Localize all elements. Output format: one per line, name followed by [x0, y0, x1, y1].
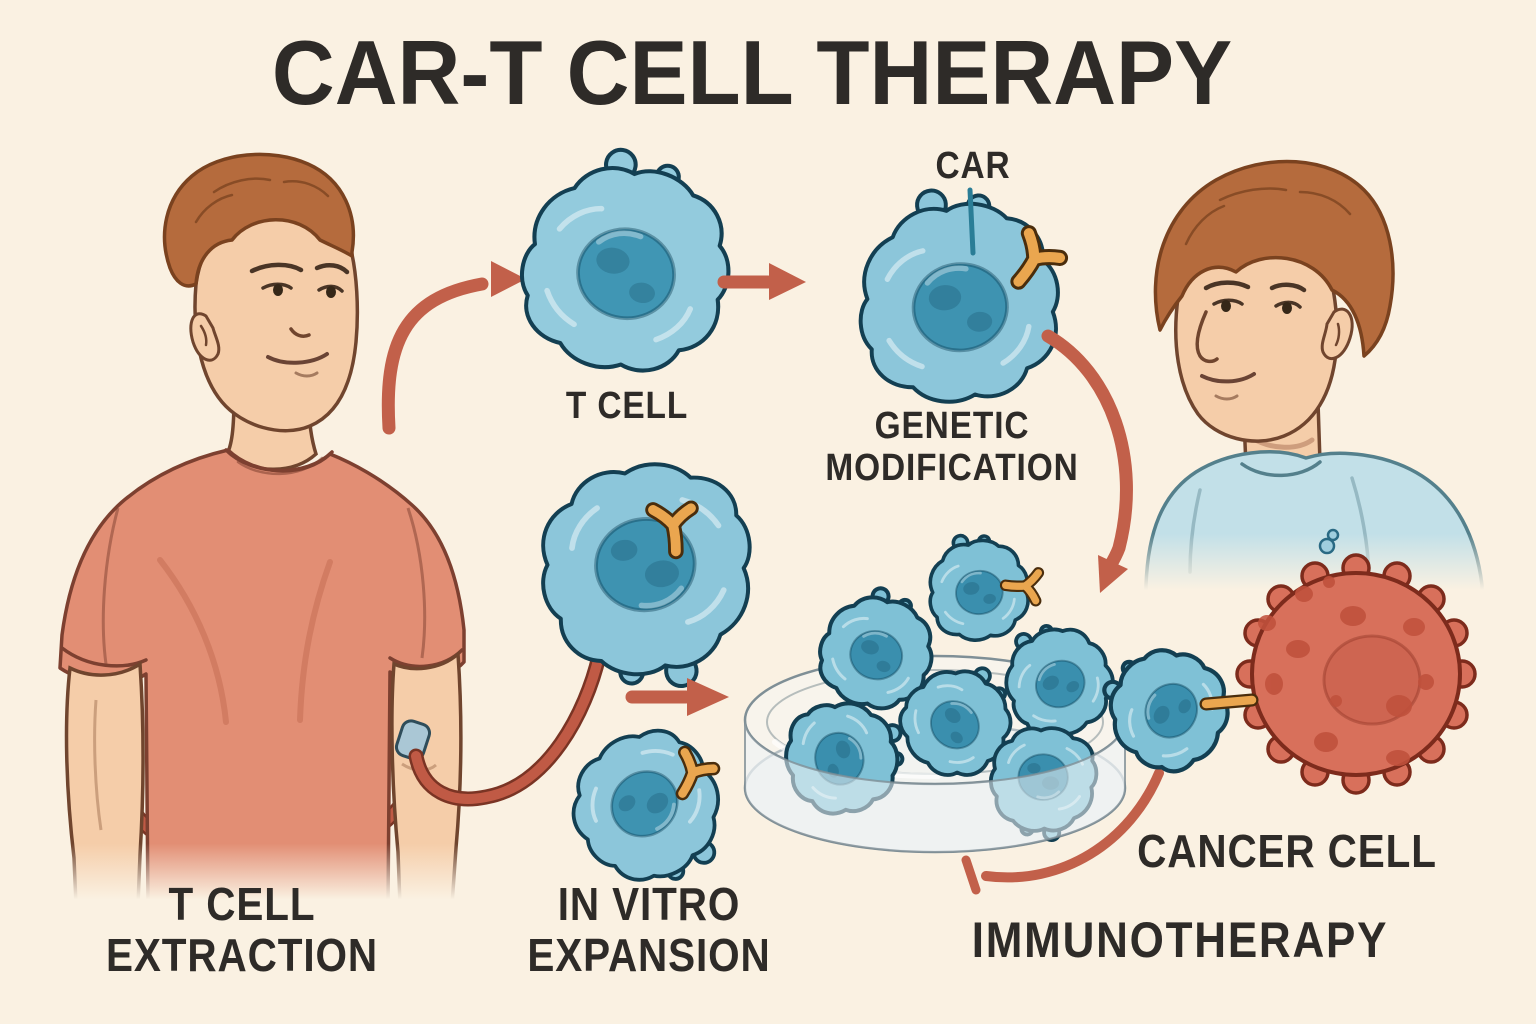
- apheresis-tube-sweep: [408, 648, 607, 807]
- label-in-vitro-expansion: IN VITRO EXPANSION: [527, 878, 771, 981]
- arrow-car-to-expansion: [1041, 329, 1133, 593]
- petri-dish-front-glass: [744, 719, 1126, 853]
- dish-cell: [918, 524, 1039, 649]
- binding-receptor-icon: [1199, 693, 1259, 711]
- arm-connector: [394, 719, 432, 761]
- car-t-cell-illustration: [850, 180, 1067, 409]
- label-t-cell-extraction: T CELL EXTRACTION: [106, 878, 378, 981]
- expanded-car-t-cell-large: [528, 452, 768, 703]
- arrow-extraction-to-tcell: [381, 261, 526, 435]
- arrow-infusion-swoosh: [961, 768, 1164, 895]
- t-cell-illustration: [510, 138, 743, 382]
- label-car: CAR: [935, 145, 1011, 187]
- label-immunotherapy: IMMUNOTHERAPY: [971, 912, 1389, 968]
- arrow-expansion-to-dish: [625, 678, 729, 716]
- label-t-cell: T CELL: [565, 385, 689, 427]
- car-pointer-line: [967, 187, 976, 256]
- cell-bud-icon: [1318, 528, 1340, 555]
- page-title: CAR-T CELL THERAPY: [271, 23, 1233, 124]
- cancer-cell-illustration: [1199, 528, 1477, 795]
- arrow-tcell-to-car: [717, 263, 806, 300]
- label-genetic-modification: GENETIC MODIFICATION: [825, 405, 1079, 489]
- label-cancer-cell: CANCER CELL: [1137, 825, 1437, 877]
